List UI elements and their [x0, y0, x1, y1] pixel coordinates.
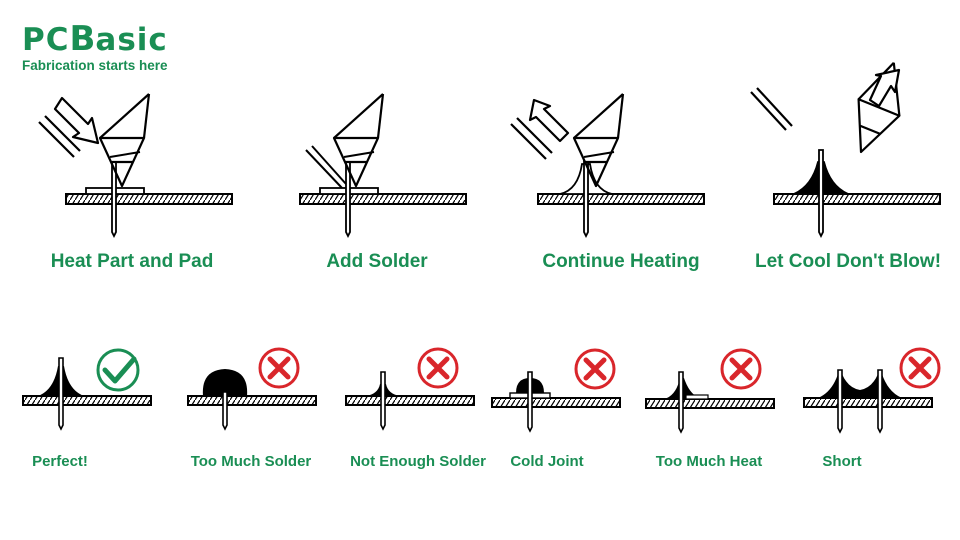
step-label-let-cool: Let Cool Don't Blow!	[754, 251, 942, 272]
circuit-board	[345, 395, 475, 406]
cross-icon	[574, 348, 616, 390]
lift-away-arrow-icon	[868, 68, 901, 108]
step-2-illustration	[299, 92, 467, 239]
circuit-board	[187, 395, 317, 406]
step-label-continue-heating: Continue Heating	[542, 251, 700, 272]
circuit-board	[491, 397, 621, 408]
cross-icon	[899, 347, 941, 389]
component-lead-right	[877, 369, 883, 434]
circuit-board	[22, 395, 152, 406]
solder-wire-removed	[750, 91, 787, 131]
check-icon	[96, 348, 140, 392]
circuit-board	[773, 193, 941, 205]
cross-icon	[258, 347, 300, 389]
logo-part-asic: asic	[95, 22, 168, 58]
logo-tagline: Fabrication starts here	[22, 58, 168, 73]
component-lead	[222, 391, 228, 431]
soldering-iron	[332, 92, 385, 188]
component-lead-left	[837, 369, 843, 434]
circuit-board	[645, 398, 775, 409]
result-label-too-much-heat: Too Much Heat	[655, 453, 763, 470]
result-3-illustration	[345, 347, 475, 431]
logo-part-b: B	[69, 19, 96, 59]
logo-part-pc: PC	[22, 22, 70, 58]
component-lead	[58, 357, 64, 431]
circuit-board	[65, 193, 233, 205]
result-5-illustration	[645, 348, 775, 434]
result-1-illustration	[22, 348, 152, 431]
heat-out-arrow-icon	[509, 98, 570, 161]
result-label-cold-joint: Cold Joint	[510, 453, 584, 470]
result-6-illustration	[803, 347, 941, 434]
solder-bridge	[818, 374, 902, 398]
result-label-short: Short	[822, 453, 862, 470]
step-1-illustration	[37, 92, 233, 239]
result-label-not-enough-solder: Not Enough Solder	[350, 453, 486, 470]
circuit-board	[299, 193, 467, 205]
step-3-illustration	[509, 92, 705, 239]
brand-logo: PCBasic Fabrication starts here	[22, 22, 168, 74]
step-label-heat-part-and-pad: Heat Part and Pad	[50, 251, 214, 272]
step-4-illustration	[750, 62, 941, 239]
soldering-iron-removed	[857, 62, 901, 154]
solder-blob	[202, 369, 248, 396]
circuit-board	[803, 397, 933, 408]
component-lead	[527, 371, 533, 433]
component-lead	[380, 371, 386, 431]
heat-in-arrow-icon	[37, 96, 100, 159]
cross-icon	[720, 348, 762, 390]
soldering-iron	[98, 92, 151, 188]
circuit-board	[537, 193, 705, 205]
result-4-illustration	[491, 348, 621, 433]
result-label-too-much-solder: Too Much Solder	[190, 453, 312, 470]
solder-wire	[305, 149, 343, 189]
result-2-illustration	[187, 347, 317, 431]
logo-wordmark: PCBasic	[22, 22, 168, 57]
result-label-perfect: Perfect!	[32, 453, 88, 470]
component-lead	[818, 149, 824, 239]
step-label-add-solder: Add Solder	[326, 251, 428, 272]
component-lead	[678, 371, 684, 434]
cross-icon	[417, 347, 459, 389]
